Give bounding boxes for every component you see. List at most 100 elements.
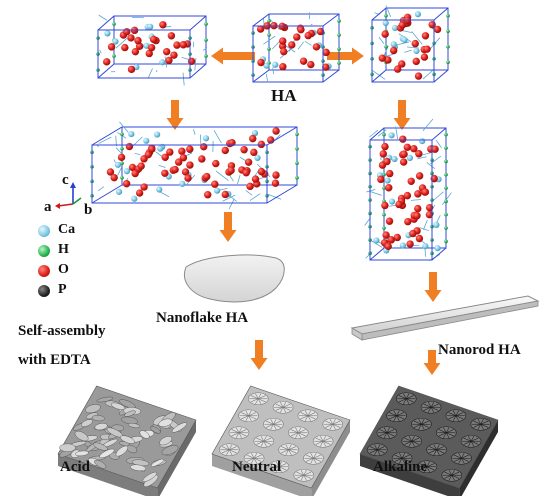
calcium-atom bbox=[143, 138, 149, 144]
oxygen-atom bbox=[178, 148, 185, 155]
calcium-atom bbox=[214, 188, 220, 194]
oxygen-atom bbox=[123, 28, 130, 35]
cell-edge bbox=[372, 8, 386, 20]
oxygen-atom bbox=[184, 174, 191, 181]
axis-label-b: b bbox=[84, 202, 92, 219]
hydrogen-atom bbox=[295, 132, 299, 136]
oxygen-atom bbox=[123, 180, 130, 187]
calcium-atom bbox=[156, 186, 162, 192]
oxygen-atom bbox=[383, 158, 390, 165]
crystal-column-rod bbox=[365, 119, 452, 261]
oxygen-atom bbox=[415, 72, 422, 79]
legend-label-o: O bbox=[58, 262, 69, 278]
oxygen-atom bbox=[416, 172, 423, 179]
cell-edge bbox=[434, 70, 448, 82]
hydrogen-atom bbox=[204, 38, 208, 42]
oxygen-atom bbox=[381, 143, 388, 150]
oxygen-atom bbox=[413, 58, 420, 65]
oxygen-atom bbox=[381, 30, 388, 37]
oxygen-atom bbox=[250, 149, 257, 156]
cell-edge bbox=[98, 16, 114, 30]
calcium-atom bbox=[433, 222, 439, 228]
hydrogen-atom bbox=[267, 33, 271, 37]
crystal-top-left bbox=[96, 15, 208, 85]
hydrogen-atom bbox=[446, 29, 450, 33]
bond bbox=[305, 41, 312, 45]
hydrogen-atom bbox=[204, 54, 208, 58]
bond bbox=[369, 130, 378, 137]
calcium-atom bbox=[159, 59, 165, 65]
calcium-atom bbox=[373, 237, 379, 243]
hydrogen-atom bbox=[337, 61, 341, 65]
bond bbox=[156, 70, 157, 72]
bond bbox=[148, 68, 152, 77]
oxygen-atom bbox=[409, 230, 416, 237]
hydrogen-atom bbox=[444, 226, 448, 230]
oxygen-atom bbox=[200, 143, 207, 150]
oxygen-atom bbox=[173, 41, 180, 48]
oxygen-atom bbox=[258, 168, 265, 175]
oxygen-atom bbox=[134, 37, 141, 44]
oxygen-atom bbox=[413, 212, 420, 219]
oxygen-atom bbox=[422, 32, 429, 39]
oxygen-atom bbox=[288, 41, 295, 48]
oxygen-atom bbox=[400, 150, 407, 157]
label-acid: Acid bbox=[60, 459, 90, 476]
bond bbox=[407, 47, 419, 48]
oxygen-atom bbox=[148, 44, 155, 51]
hydrogen-atom bbox=[267, 47, 271, 51]
oxygen-atom bbox=[381, 202, 388, 209]
oxygen-atom bbox=[399, 135, 406, 142]
axis-a-head bbox=[55, 203, 60, 209]
oxygen-atom bbox=[322, 49, 329, 56]
hydrogen-atom bbox=[444, 240, 448, 244]
nanorod-top bbox=[352, 296, 538, 334]
oxygen-atom bbox=[121, 44, 128, 51]
calcium-atom bbox=[116, 189, 122, 195]
cell-edge bbox=[98, 64, 114, 78]
oxygen-atom bbox=[307, 61, 314, 68]
oxygen-atom bbox=[127, 34, 134, 41]
oxygen-atom bbox=[118, 154, 125, 161]
oxygen-atom bbox=[412, 40, 419, 47]
calcium-atom bbox=[124, 168, 130, 174]
oxygen-atom bbox=[132, 48, 139, 55]
oxygen-atom bbox=[242, 169, 249, 176]
hydrogen-atom bbox=[446, 14, 450, 18]
cell-edge bbox=[432, 128, 446, 140]
oxygen-atom bbox=[222, 191, 229, 198]
hydrogen-atom bbox=[120, 132, 124, 136]
calcium-atom bbox=[422, 243, 428, 249]
oxygen-atom bbox=[140, 183, 147, 190]
hydrogen-atom bbox=[120, 176, 124, 180]
nanoflake-shape bbox=[184, 255, 284, 302]
hydrogen-atom bbox=[444, 133, 448, 137]
label-nanorod: Nanorod HA bbox=[438, 342, 521, 359]
arrow-down-top-left bbox=[167, 100, 184, 130]
oxygen-atom bbox=[404, 192, 411, 199]
bond bbox=[423, 119, 433, 131]
label-neutral: Neutral bbox=[232, 459, 281, 476]
oxygen-atom bbox=[108, 43, 115, 50]
oxygen-atom bbox=[103, 58, 110, 65]
hydrogen-atom bbox=[446, 45, 450, 49]
calcium-atom bbox=[400, 242, 406, 248]
hydrogen-atom bbox=[444, 146, 448, 150]
calcium-atom bbox=[413, 48, 419, 54]
calcium-atom bbox=[407, 155, 413, 161]
oxygen-atom bbox=[404, 144, 411, 151]
bond bbox=[246, 190, 252, 195]
hydrogen-atom-icon bbox=[38, 245, 50, 257]
oxygen-atom bbox=[246, 183, 253, 190]
bond bbox=[237, 175, 240, 184]
oxygen-atom bbox=[399, 21, 406, 28]
oxygen-atom bbox=[421, 53, 428, 60]
arrow-down-mid-left bbox=[220, 212, 237, 242]
hydrogen-atom bbox=[337, 19, 341, 23]
oxygen-atom bbox=[272, 171, 279, 178]
oxygen-atom bbox=[408, 178, 415, 185]
crystal-top-right bbox=[370, 6, 450, 82]
calcium-atom bbox=[384, 177, 390, 183]
label-self-assembly: Self-assembly bbox=[18, 323, 106, 340]
